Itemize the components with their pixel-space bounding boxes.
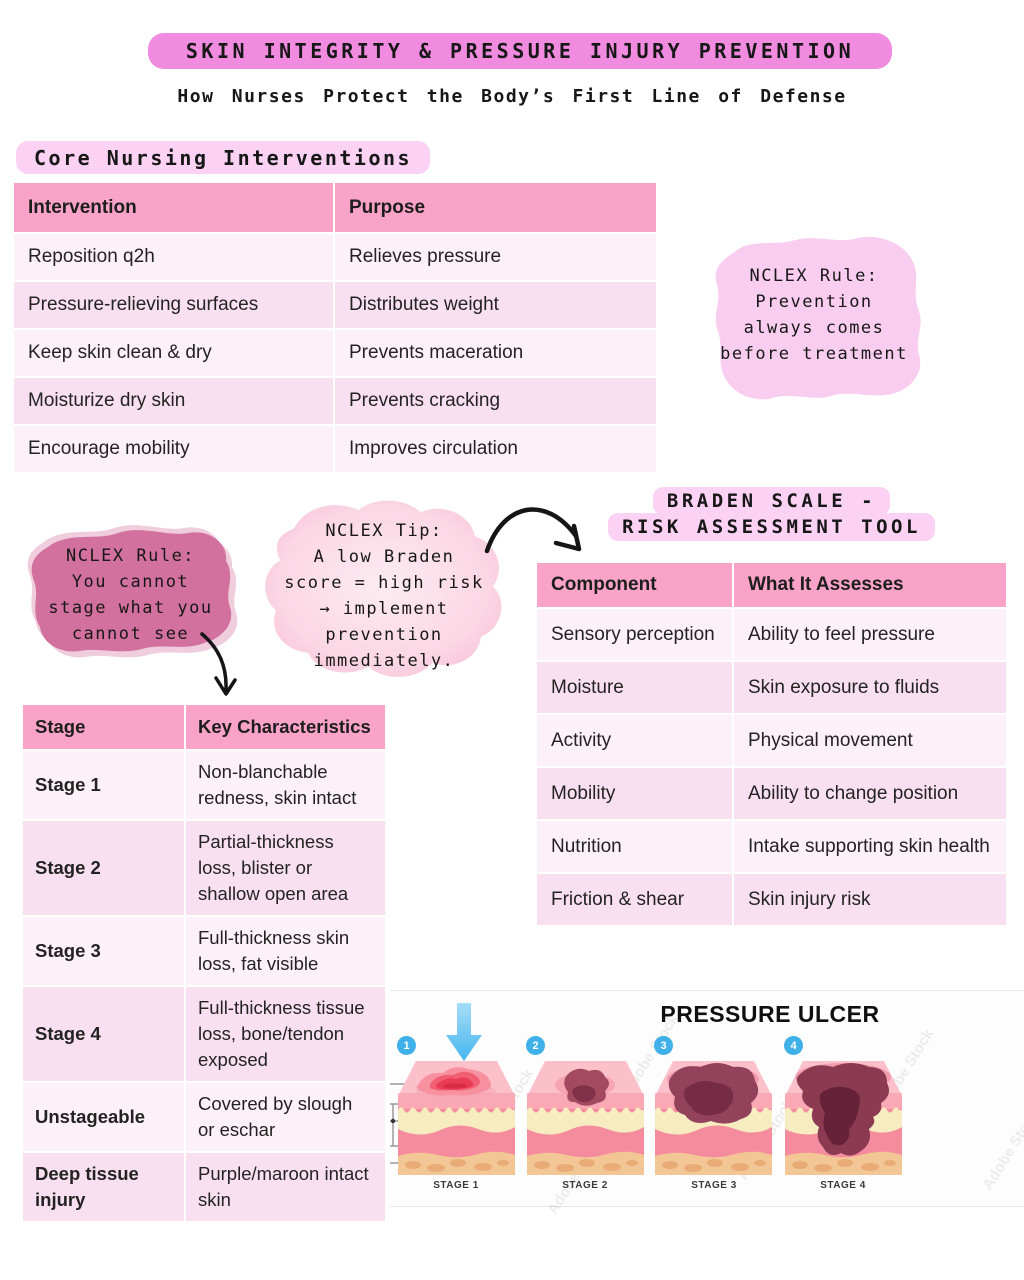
note-line: score = high risk — [284, 573, 484, 593]
table-cell: Partial-thickness loss, blister or shall… — [186, 821, 385, 915]
table-cell: Covered by slough or eschar — [186, 1083, 385, 1151]
blob-shape — [715, 236, 921, 400]
note-line: NCLEX Rule: — [749, 266, 879, 286]
table-cell: Pressure-relieving surfaces — [14, 282, 333, 328]
table-cell: Prevents cracking — [335, 378, 656, 424]
page-title: SKIN INTEGRITY & PRESSURE INJURY PREVENT… — [148, 33, 892, 69]
table-cell: Friction & shear — [537, 874, 732, 925]
braden-heading: BRADEN SCALE - RISK ASSESSMENT TOOL — [537, 487, 1006, 541]
note-line: NCLEX Rule: — [65, 546, 196, 566]
skin-cross-section-stage3 — [655, 1061, 772, 1175]
table-cell: Stage 4 — [23, 987, 184, 1081]
column-header: What It Assesses — [734, 563, 1006, 607]
watermark: Adobe Stock — [979, 1106, 1024, 1193]
curved-arrow-to-stage-table-head — [214, 676, 237, 696]
table-cell: Deep tissue injury — [23, 1153, 184, 1221]
table-cell: Prevents maceration — [335, 330, 656, 376]
table-cell: Purple/maroon intact skin — [186, 1153, 385, 1221]
column-header: Component — [537, 563, 732, 607]
table-cell: Stage 1 — [23, 751, 184, 819]
blob-shape — [265, 500, 502, 677]
stage-label: STAGE 2 — [562, 1180, 608, 1191]
table-cell: Improves circulation — [335, 426, 656, 472]
skin-cross-section-stage2 — [527, 1061, 644, 1175]
table-cell: Stage 3 — [23, 917, 184, 985]
stage-number-badge: 2 — [526, 1036, 545, 1055]
note-line: Prevention — [755, 292, 873, 312]
braden-heading-line2: RISK ASSESSMENT TOOL — [608, 513, 935, 541]
table-cell: Encourage mobility — [14, 426, 333, 472]
blob-shape — [27, 525, 238, 658]
stage-label: STAGE 3 — [691, 1180, 737, 1191]
table-cell: Full-thickness skin loss, fat visible — [186, 917, 385, 985]
stage-label: STAGE 1 — [433, 1180, 479, 1191]
skin-cross-section-stage1 — [398, 1061, 515, 1175]
nclex-tip-text: NCLEX Tip: A low Braden score = high ris… — [246, 518, 522, 674]
table-cell: Mobility — [537, 768, 732, 819]
nclex-rule-note-right: NCLEX Rule: Prevention always comes befo… — [697, 230, 931, 410]
table-cell: Nutrition — [537, 821, 732, 872]
note-line: NCLEX Tip: — [325, 521, 443, 541]
table-cell: Full-thickness tissue loss, bone/tendon … — [186, 987, 385, 1081]
table-cell: Stage 2 — [23, 821, 184, 915]
column-header: Stage — [23, 705, 184, 749]
page-subtitle: How Nurses Protect the Body’s First Line… — [177, 86, 847, 107]
table-cell: Relieves pressure — [335, 234, 656, 280]
stage-number-badge: 4 — [784, 1036, 803, 1055]
braden-table: Component What It Assesses Sensory perce… — [537, 563, 1006, 925]
nclex-rule-note-left: NCLEX Rule: You cannot stage what you ca… — [18, 520, 243, 672]
note-line: A low Braden — [313, 547, 455, 567]
table-cell: Unstageable — [23, 1083, 184, 1151]
stage-number-badge: 1 — [397, 1036, 416, 1055]
note-line: You cannot — [71, 572, 190, 592]
table-cell: Physical movement — [734, 715, 1006, 766]
table-cell: Keep skin clean & dry — [14, 330, 333, 376]
skin-cross-section-stage4 — [785, 1061, 902, 1175]
pressure-arrow-icon — [446, 1003, 482, 1061]
diagram-title: PRESSURE ULCER — [660, 1001, 880, 1027]
table-cell: Reposition q2h — [14, 234, 333, 280]
stage-label: STAGE 4 — [820, 1180, 866, 1191]
table-cell: Sensory perception — [537, 609, 732, 660]
column-header: Purpose — [335, 183, 656, 232]
interventions-heading: Core Nursing Interventions — [16, 141, 431, 174]
table-cell: Moisture — [537, 662, 732, 713]
table-cell: Ability to feel pressure — [734, 609, 1006, 660]
column-header: Intervention — [14, 183, 333, 232]
note-line: stage what you — [48, 598, 213, 618]
note-line: prevention — [325, 625, 443, 645]
nclex-rule-left-text: NCLEX Rule: You cannot stage what you ca… — [18, 543, 243, 647]
table-cell: Activity — [537, 715, 732, 766]
braden-heading-line1: BRADEN SCALE - — [652, 487, 891, 515]
nclex-rule-right-text: NCLEX Rule: Prevention always comes befo… — [697, 263, 931, 367]
table-cell: Non-blanchable redness, skin intact — [186, 751, 385, 819]
pressure-ulcer-diagram: PRESSURE ULCER Adobe Stock Adobe Stock A… — [390, 990, 1024, 1218]
table-cell: Intake supporting skin health — [734, 821, 1006, 872]
note-line: immediately. — [313, 651, 455, 671]
table-cell: Moisturize dry skin — [14, 378, 333, 424]
table-cell: Skin injury risk — [734, 874, 1006, 925]
note-line: before treatment — [720, 344, 908, 364]
interventions-table: Intervention Purpose Reposition q2h Reli… — [14, 183, 656, 472]
table-cell: Distributes weight — [335, 282, 656, 328]
note-line: → implement — [319, 599, 449, 619]
stage-number-badge: 3 — [654, 1036, 673, 1055]
nclex-tip-note: NCLEX Tip: A low Braden score = high ris… — [246, 494, 522, 690]
stage-table: Stage Key Characteristics Stage 1 Non-bl… — [23, 705, 385, 1221]
note-line: always comes — [743, 318, 885, 338]
column-header: Key Characteristics — [186, 705, 385, 749]
table-cell: Skin exposure to fluids — [734, 662, 1006, 713]
note-line: cannot see — [71, 624, 190, 644]
table-cell: Ability to change position — [734, 768, 1006, 819]
